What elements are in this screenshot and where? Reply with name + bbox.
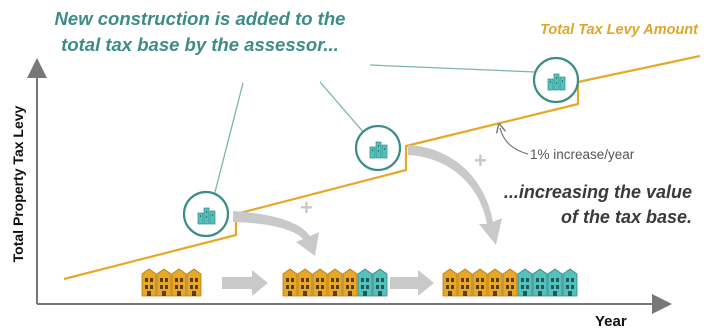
curved-arrow-2 xyxy=(408,145,502,245)
new-building-icon xyxy=(562,268,578,297)
callout-top-line-2: total tax base by the assessor... xyxy=(61,34,339,55)
new-construction-circle-2 xyxy=(354,124,402,172)
plus-sign-2: + xyxy=(474,148,487,173)
rate-label: 1% increase/year xyxy=(530,147,635,162)
building-group-2 xyxy=(282,268,388,297)
building-group-1 xyxy=(141,268,202,297)
callout-right-line-1: ...increasing the value xyxy=(503,182,692,202)
new-building-icon xyxy=(517,268,533,297)
group-arrow-2 xyxy=(390,270,434,296)
existing-building-icon xyxy=(141,268,157,297)
existing-building-icon xyxy=(282,268,298,297)
rate-arrow xyxy=(500,128,529,155)
existing-building-icon xyxy=(442,268,458,297)
new-building-icon xyxy=(547,268,563,297)
new-construction-circle-1 xyxy=(182,190,230,238)
levy-line-label: Total Tax Levy Amount xyxy=(540,22,698,38)
existing-building-icon xyxy=(502,268,518,297)
new-building-icon xyxy=(357,268,373,297)
existing-building-icon xyxy=(342,268,358,297)
existing-building-icon xyxy=(297,268,313,297)
group-arrows xyxy=(222,270,434,296)
existing-building-icon xyxy=(472,268,488,297)
existing-building-icon xyxy=(186,268,202,297)
existing-building-icon xyxy=(156,268,172,297)
new-construction-circle-3 xyxy=(532,56,580,104)
curved-arrow-1 xyxy=(233,211,319,256)
y-axis-label: Total Property Tax Levy xyxy=(10,105,26,263)
building-group-3 xyxy=(442,268,578,297)
existing-building-icon xyxy=(487,268,503,297)
callout-top-line-1: New construction is added to the xyxy=(54,8,346,29)
curved-arrows xyxy=(233,145,502,256)
callout-leader-lines xyxy=(213,64,536,197)
increasing-value-callout: ...increasing the value of the tax base. xyxy=(470,180,692,230)
callout-right-line-2: of the tax base. xyxy=(560,207,692,227)
existing-building-icon xyxy=(327,268,343,297)
existing-building-icon xyxy=(171,268,187,297)
new-construction-callout: New construction is added to the total t… xyxy=(30,6,370,58)
existing-building-icon xyxy=(457,268,473,297)
x-axis-label: Year xyxy=(595,313,627,330)
existing-building-icon xyxy=(312,268,328,297)
plus-sign-1: + xyxy=(300,195,313,220)
group-arrow-1 xyxy=(222,270,268,296)
new-building-icon xyxy=(372,268,388,297)
axes xyxy=(27,58,672,314)
new-building-icon xyxy=(532,268,548,297)
